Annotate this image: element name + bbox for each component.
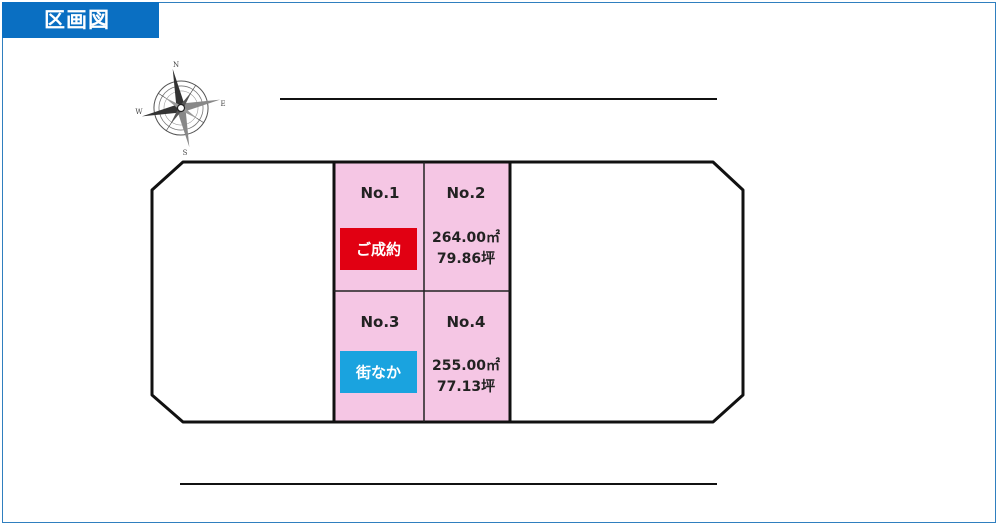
lot-4-area-sqm: 255.00㎡ — [432, 357, 500, 374]
lot-1-area[interactable] — [335, 162, 424, 291]
compass-rose-icon — [141, 68, 221, 148]
lot-2-area-tsubo: 79.86坪 — [437, 251, 495, 267]
lot-1-number: No.1 — [361, 184, 400, 202]
lot-3-number: No.3 — [361, 313, 400, 331]
lot-2-number: No.2 — [447, 184, 486, 202]
machinaka-badge-text: 街なか — [355, 364, 401, 382]
page-title: 区画図 — [2, 2, 159, 38]
machinaka-badge — [340, 351, 417, 393]
lot-2-area-sqm: 264.00㎡ — [432, 229, 500, 246]
lot-2-area[interactable] — [424, 162, 509, 291]
sold-badge — [340, 228, 417, 270]
sold-badge-text: ご成約 — [356, 241, 401, 259]
compass-west: W — [135, 108, 143, 116]
compass-north: N — [173, 61, 179, 69]
lot-4-area-tsubo: 77.13坪 — [437, 379, 495, 395]
lot-4-area[interactable] — [424, 291, 509, 422]
compass-south: S — [183, 149, 188, 157]
lot-4-number: No.4 — [447, 313, 486, 331]
block-outline — [150, 160, 745, 424]
compass-east: E — [220, 100, 225, 108]
